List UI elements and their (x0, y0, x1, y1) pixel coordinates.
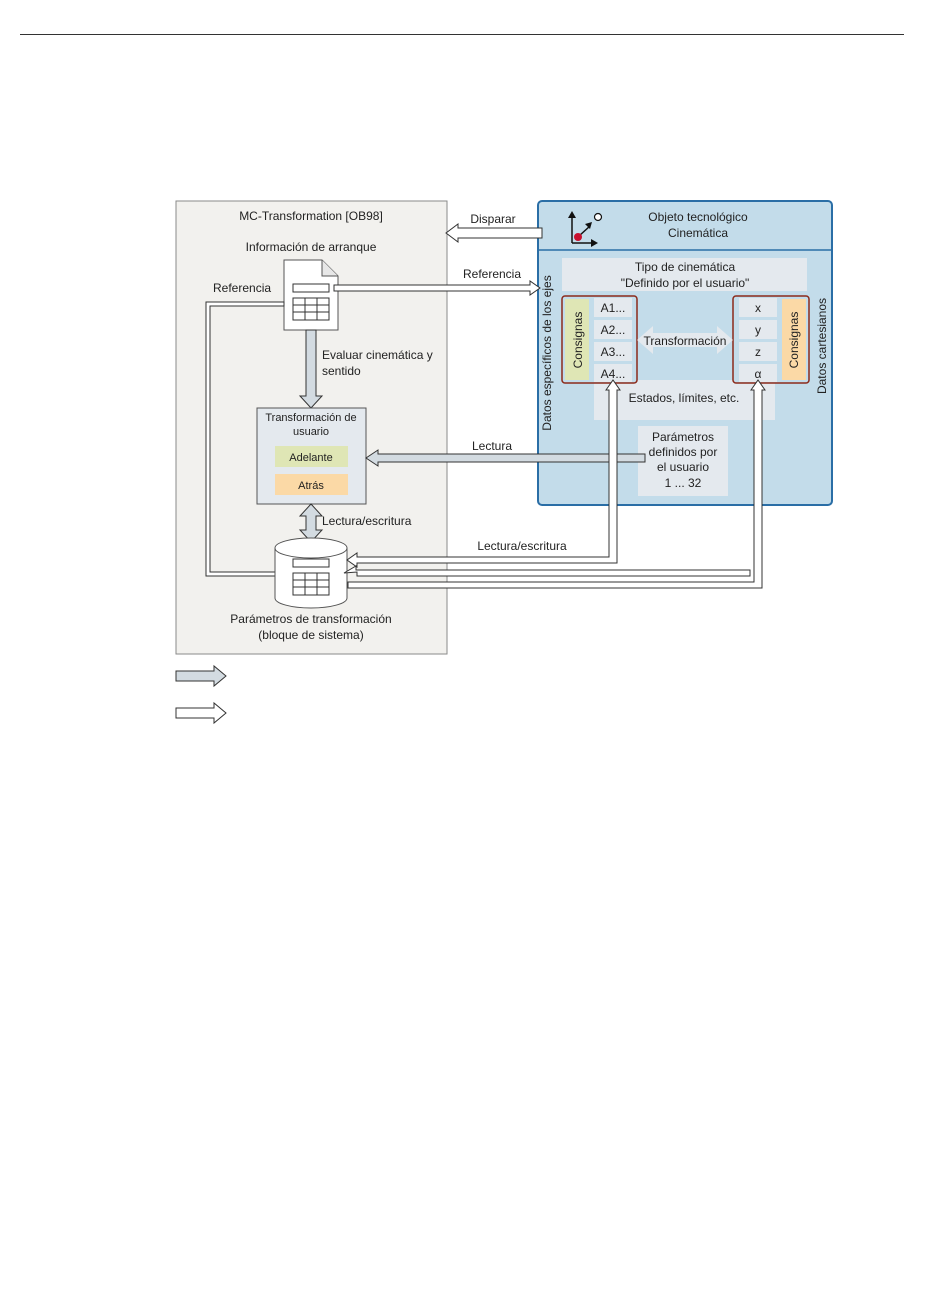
kinematic-type-line2: "Definido por el usuario" (621, 276, 750, 290)
params-label-line1: Parámetros de transformación (230, 612, 391, 626)
backward-block (275, 474, 348, 495)
tech-object-title-line2: Cinemática (668, 226, 728, 240)
legend-white-arrow (175, 701, 227, 725)
tech-object-title-line1: Objeto tecnológico (648, 210, 748, 224)
axis-data-side-label: Datos específicos de los ejes (540, 275, 554, 430)
cartesian-read-write-arrowhead (343, 565, 751, 577)
reference-arrow (333, 280, 541, 296)
reference-arrow-label: Referencia (463, 267, 521, 281)
cartesian-setpoint-column (782, 299, 806, 380)
axis-setpoint-label: Consignas (571, 312, 585, 369)
transformation-label: Transformación (644, 334, 727, 348)
kinematic-type-line1: Tipo de cinemática (635, 260, 736, 274)
user-transformation-title-line2: usuario (293, 426, 329, 438)
legend-gray-arrow (175, 664, 227, 688)
trigger-label: Disparar (470, 212, 515, 226)
user-transformation-title-line1: Transformación de (265, 412, 356, 424)
user-params-line1: Parámetros (652, 430, 714, 444)
cart-label-alpha: α (755, 367, 762, 381)
cart-cell-z (739, 342, 777, 361)
axis-setpoint-column (565, 299, 589, 380)
axis-cell-a4 (594, 364, 632, 382)
axis-cell-a2 (594, 320, 632, 339)
axis-label-a3: A3... (601, 345, 626, 359)
read-arrow (365, 449, 646, 467)
kinematic-type-box (562, 258, 807, 291)
cart-label-z: z (755, 345, 761, 359)
user-params-line2: definidos por (649, 445, 718, 459)
axis-cell-a1 (594, 298, 632, 317)
evaluate-label-line2: sentido (322, 364, 361, 378)
cartesian-read-write-arrow (347, 379, 766, 589)
axis-read-write-label: Lectura/escritura (477, 539, 567, 553)
axis-label-a4: A4... (601, 367, 626, 381)
forward-label: Adelante (289, 452, 332, 464)
reference-left-label: Referencia (213, 281, 271, 295)
evaluate-down-arrow (298, 329, 324, 409)
axis-label-a1: A1... (601, 301, 626, 315)
trigger-arrow (445, 223, 543, 243)
axis-cell-a3 (594, 342, 632, 361)
user-params-line3: el usuario (657, 460, 709, 474)
kinematics-axes-icon (568, 211, 603, 247)
backward-label: Atrás (298, 480, 324, 492)
ob98-title: MC-Transformation [OB98] (239, 209, 383, 223)
cart-cell-y (739, 320, 777, 339)
read-write-left-label: Lectura/escritura (322, 514, 412, 528)
user-params-box (638, 426, 728, 496)
user-params-line4: 1 ... 32 (665, 476, 702, 490)
axis-read-write-arrow (346, 379, 621, 568)
startup-info-label: Información de arranque (246, 240, 377, 254)
cartesian-data-side-label: Datos cartesianos (815, 298, 829, 394)
cart-label-x: x (755, 301, 761, 315)
params-label-line2: (bloque de sistema) (258, 628, 363, 642)
cart-cell-alpha (739, 364, 777, 382)
transformation-params-db-icon (274, 537, 348, 609)
cartesian-setpoint-label: Consignas (787, 312, 801, 369)
page-top-rule (20, 34, 904, 35)
cart-label-y: y (755, 323, 761, 337)
axis-label-a2: A2... (601, 323, 626, 337)
evaluate-label-line1: Evaluar cinemática y (322, 348, 433, 362)
read-arrow-label: Lectura (472, 439, 512, 453)
startup-document-icon (283, 259, 339, 331)
states-box (594, 380, 775, 420)
states-label: Estados, límites, etc. (629, 391, 740, 405)
cart-cell-x (739, 298, 777, 317)
transformation-double-arrow (637, 326, 733, 354)
forward-block (275, 446, 348, 467)
